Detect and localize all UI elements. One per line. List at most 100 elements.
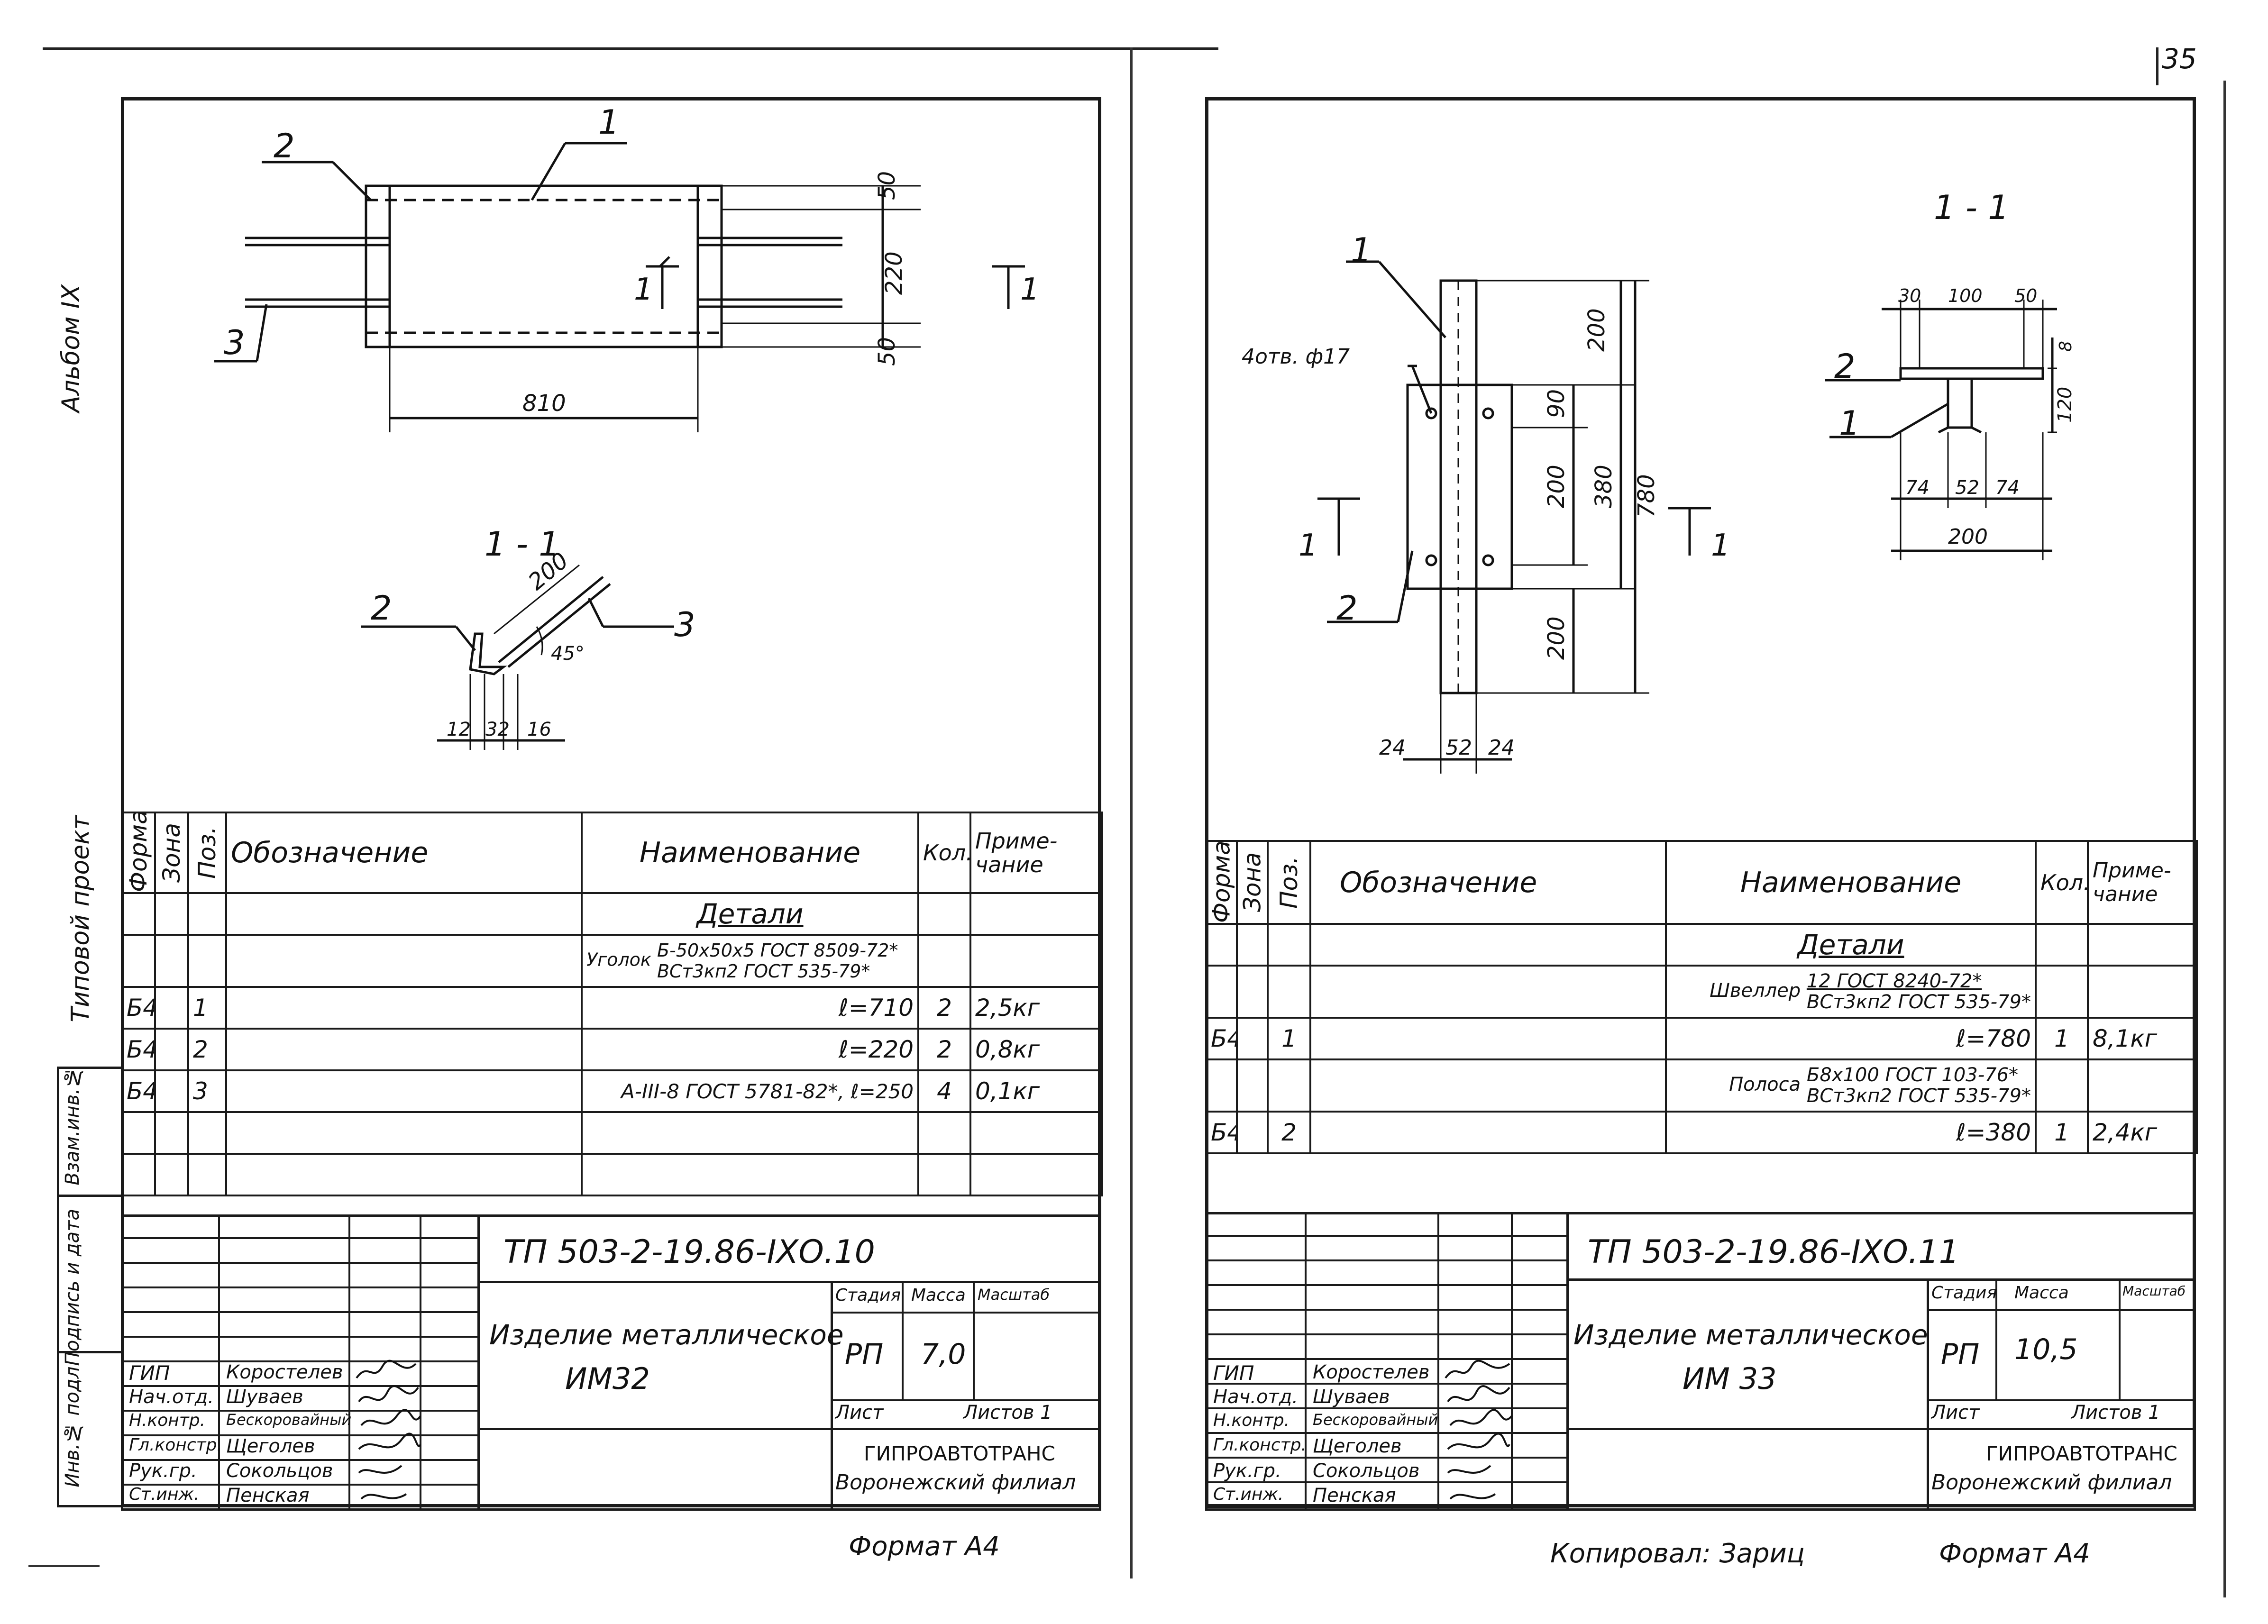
table-row: Б4 3 A-III-8 ГОСТ 5781-82*, ℓ=250 4 0,1к… [121, 1069, 1103, 1113]
staff-role: Н.контр. [129, 1411, 206, 1430]
spec-table: Формат Зона Поз. Обозначение Наименовани… [1205, 840, 2198, 1154]
header-qty: Кол. [2035, 840, 2089, 925]
staff-col [420, 1214, 421, 1511]
table-row: Б4 1 ℓ=710 2 2,5кг [121, 986, 1103, 1030]
section-title: 1 - 1 [485, 525, 560, 564]
tb-divider [1927, 1309, 2196, 1311]
staff-name: Бескоровайный [1313, 1411, 1438, 1429]
channel-outline [1439, 279, 1478, 694]
row-qty: 1 [2035, 1111, 2089, 1154]
page-number-bracket [2156, 47, 2158, 85]
header-designation: Обозначение [225, 812, 583, 894]
staff-role: ГИП [129, 1361, 170, 1385]
dim-50-bot: 50 [874, 337, 900, 366]
dim-810: 810 [522, 390, 566, 417]
section-mark-right: 1 [1711, 528, 1730, 563]
bottom-left-mark [28, 1565, 100, 1567]
material-steel: ВСт3кп2 ГОСТ 535-79* [1806, 991, 2031, 1013]
right-edge-line [2223, 81, 2226, 1597]
dim-90: 90 [1543, 389, 1570, 418]
org-name: ГИПРОАВТОТРАНС [864, 1442, 1055, 1465]
spec-table: Формат Зона Поз. Обозначение Наименовани… [121, 812, 1103, 1196]
dim-100: 100 [1948, 285, 1983, 306]
staff-role: Гл.констр. [129, 1435, 222, 1455]
side-column-divider-1 [57, 1195, 121, 1197]
tb-divider [902, 1281, 904, 1399]
staff-col [218, 1214, 220, 1511]
row-format: Б4 [121, 986, 156, 1030]
dim-24-left: 24 [1379, 736, 1406, 760]
row-qty: 2 [917, 986, 971, 1030]
org-branch: Воронежский филиал [1931, 1470, 2172, 1495]
row-name: ℓ=220 [581, 1028, 919, 1071]
sheets-label: Листов 1 [963, 1402, 1052, 1423]
section-mark-left: 1 [634, 272, 653, 307]
row-pos: 3 [187, 1069, 227, 1113]
frame-outline [365, 184, 723, 348]
row-note: 2,4кг [2087, 1111, 2198, 1154]
material-cell-2: Полоса Б8x100 ГОСТ 103-76* ВСт3кп2 ГОСТ … [1665, 1058, 2037, 1113]
right-format: Формат А4 [1939, 1538, 2090, 1569]
staff-role: Рук.гр. [129, 1460, 197, 1482]
right-drawing: 1 4отв. ф17 2 1 1 200 90 200 380 780 200… [1242, 188, 2076, 774]
tb-divider [477, 1428, 1101, 1430]
item-name: Изделие металлическое [1573, 1319, 1928, 1351]
center-fold-line [1130, 47, 1133, 1578]
dim-380: 380 [1591, 465, 1617, 508]
dim-24-right: 24 [1488, 736, 1515, 760]
dim-200-top: 200 [1583, 308, 1610, 352]
row-pos: 1 [1267, 1017, 1311, 1060]
dim-12: 12 [447, 719, 471, 740]
staff-col [1305, 1212, 1307, 1511]
left-drawing: 2 1 3 1 1 50 220 50 810 1 - 1 2 3 200 45… [214, 103, 1040, 750]
staff-name: Сокольцов [226, 1460, 333, 1482]
staff-role: Нач.отд. [129, 1386, 214, 1408]
item-code: ИМ32 [565, 1361, 650, 1396]
dim-74-right: 74 [1995, 477, 2020, 499]
tb-divider [1927, 1399, 2196, 1401]
side-label-project: Типовой проект [66, 815, 95, 1022]
material-type: Швеллер [1710, 980, 1801, 1002]
staff-role: Ст.инж. [1213, 1485, 1284, 1504]
staff-role: Н.контр. [1213, 1411, 1290, 1430]
staff-col [1511, 1212, 1513, 1511]
row-name: A-III-8 ГОСТ 5781-82*, ℓ=250 [581, 1069, 919, 1113]
section-label-1: 1 [1839, 404, 1860, 443]
staff-role: Ст.инж. [129, 1485, 200, 1504]
header-format: Формат [1206, 841, 1237, 924]
tb-divider [1995, 1278, 1997, 1399]
stage-value: РП [1941, 1338, 1980, 1371]
header-pos: Поз. [1268, 841, 1310, 924]
table-row: Б4 2 ℓ=380 1 2,4кг [1205, 1111, 2198, 1154]
tb-divider [1566, 1428, 2196, 1430]
tb-divider [831, 1399, 1101, 1401]
top-rule [43, 47, 1218, 50]
row-pos: 2 [187, 1028, 227, 1071]
tb-divider [477, 1281, 1101, 1283]
tb-divider [1566, 1212, 1569, 1511]
mass-value: 10,5 [2014, 1333, 2078, 1366]
staff-name: Щеголев [226, 1435, 315, 1457]
tb-divider [973, 1281, 975, 1399]
staff-role: Нач.отд. [1213, 1386, 1299, 1408]
staff-name: Сокольцов [1313, 1460, 1420, 1482]
sheet-label: Лист [1931, 1402, 1980, 1423]
staff-name: Пенская [1313, 1485, 1396, 1506]
header-name: Наименование [1665, 840, 2037, 925]
material-type: Полоса [1729, 1074, 1801, 1095]
row-note: 2,5кг [969, 986, 1103, 1030]
side-label-album: Альбом IX [57, 284, 85, 413]
dim-30: 30 [1898, 285, 1921, 306]
doc-code: ТП 503-2-19.86-IХО.10 [503, 1233, 875, 1271]
stage-value: РП [845, 1338, 884, 1371]
mass-label: Масса [2014, 1283, 2069, 1303]
angle-label-3: 3 [674, 605, 695, 644]
row-qty: 4 [917, 1069, 971, 1113]
side-column-divider-2 [57, 1351, 121, 1353]
header-pos: Поз. [188, 812, 226, 893]
dim-120: 120 [2054, 387, 2076, 423]
stage-label: Стадия [835, 1286, 901, 1305]
header-zone: Зона [155, 812, 188, 893]
dim-200-bot: 200 [1543, 616, 1570, 660]
org-name: ГИПРОАВТОТРАНС [1986, 1442, 2177, 1465]
